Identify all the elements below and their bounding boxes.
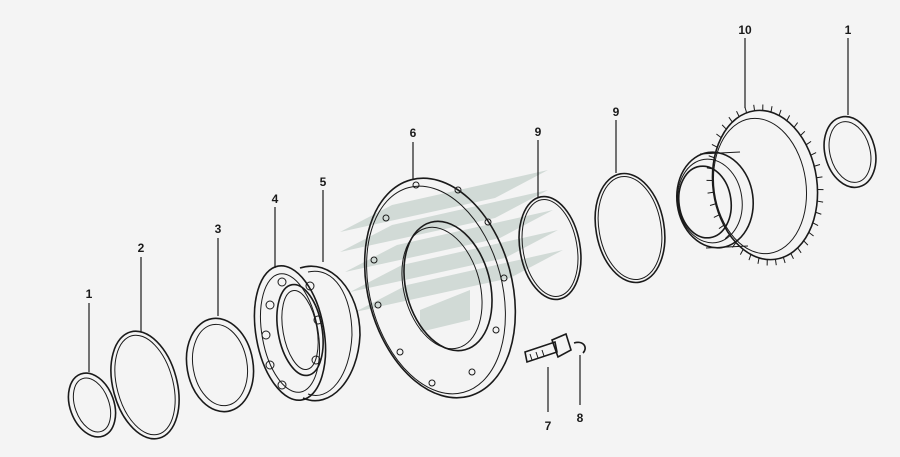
label-part-8: 8	[577, 411, 584, 425]
gear-tooth	[778, 109, 782, 116]
gear-tooth	[782, 257, 786, 264]
label-part-7: 7	[545, 419, 552, 433]
snap-ring-part-3	[185, 317, 255, 413]
ring-part-2	[110, 330, 180, 440]
label-part-2: 2	[138, 241, 145, 255]
gear-tooth	[803, 240, 809, 246]
gear-tooth	[815, 211, 822, 215]
gear-tooth	[808, 232, 814, 237]
gear-tooth	[711, 143, 718, 148]
bearing-part-4	[253, 264, 327, 402]
gear-tooth	[814, 164, 821, 167]
gear-tooth	[757, 257, 760, 264]
o-ring-part-9-a	[518, 195, 582, 301]
ring-part-5	[299, 265, 361, 402]
flange-part-6	[363, 177, 517, 399]
brand-logo-watermark	[340, 170, 563, 332]
snap-ring-part-1-right	[823, 115, 877, 189]
label-part-9-a: 9	[535, 125, 542, 139]
gear-tooth	[800, 130, 806, 136]
leader-lines	[88, 38, 849, 412]
gear-tooth	[748, 254, 752, 261]
label-part-3: 3	[215, 222, 222, 236]
gear-tooth	[707, 191, 714, 194]
gear-teeth	[706, 104, 824, 266]
gear-tooth	[718, 224, 725, 230]
gear-tooth	[797, 247, 802, 254]
snap-ring-part-1-left	[67, 372, 117, 438]
gear-tooth	[716, 133, 722, 138]
gear-tooth	[724, 234, 730, 240]
bolt-part-7	[524, 332, 572, 364]
gear-tooth	[816, 176, 823, 179]
gear-tooth	[793, 122, 799, 128]
gear-part-10	[675, 104, 824, 266]
label-part-1-left: 1	[86, 287, 93, 301]
gear-tooth	[709, 203, 716, 206]
label-part-5: 5	[320, 175, 327, 189]
gear-tooth	[805, 140, 812, 146]
gear-tooth	[774, 259, 777, 266]
o-ring-part-9-b	[594, 172, 666, 284]
label-part-1-right: 1	[845, 23, 852, 37]
gear-tooth	[786, 115, 791, 121]
gear-tooth	[708, 155, 715, 159]
label-part-6: 6	[410, 126, 417, 140]
washer-part-8	[573, 341, 586, 354]
label-part-10: 10	[738, 23, 752, 37]
gear-tooth	[810, 152, 817, 156]
gear-tooth	[713, 214, 720, 218]
gear-tooth	[790, 253, 794, 260]
label-part-4: 4	[272, 192, 279, 206]
label-part-9-b: 9	[613, 105, 620, 119]
gear-tooth	[817, 200, 824, 203]
gear-tooth	[736, 110, 740, 117]
gear-tooth	[728, 116, 733, 123]
gear-tooth	[753, 104, 756, 111]
gear-tooth	[739, 249, 744, 255]
gear-tooth	[812, 222, 819, 227]
gear-tooth	[721, 124, 727, 130]
gear-tooth	[770, 106, 773, 113]
